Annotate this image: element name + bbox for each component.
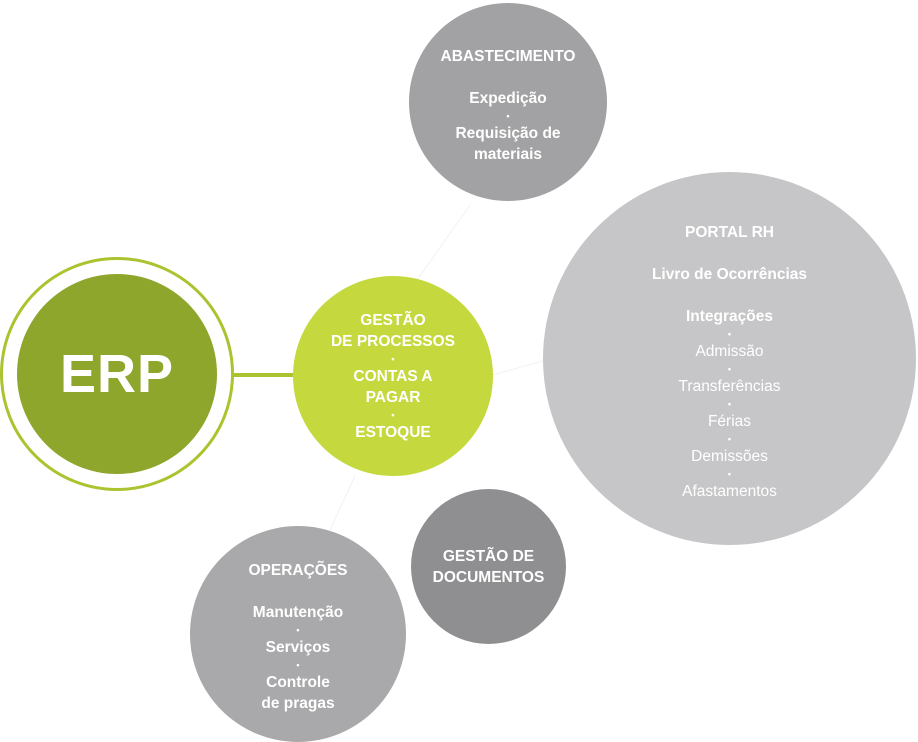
bullet: • xyxy=(296,625,300,635)
portal-rh-item: Férias xyxy=(707,412,752,430)
bullet: • xyxy=(727,328,732,339)
documentos-line-1: GESTÃO DE xyxy=(442,547,535,565)
processos-node: GESTÃO DE PROCESSOS • CONTAS A PAGAR • E… xyxy=(293,276,493,476)
bullet: • xyxy=(296,660,300,670)
portal-rh-node: PORTAL RH Livro de Ocorrências Integraçõ… xyxy=(543,172,916,545)
operacoes-title: OPERAÇÕES xyxy=(248,562,348,579)
bullet: • xyxy=(391,409,395,420)
bullet: • xyxy=(727,433,732,444)
processos-line-1: GESTÃO xyxy=(360,311,426,329)
portal-rh-livro: Livro de Ocorrências xyxy=(651,265,808,283)
operacoes-node: OPERAÇÕES Manutenção • Serviços • Contro… xyxy=(190,526,406,742)
estoque-line: ESTOQUE xyxy=(355,423,431,441)
portal-rh-item: Admissão xyxy=(695,342,764,360)
abastecimento-connector xyxy=(409,204,471,291)
portal-connector xyxy=(492,359,547,376)
abastecimento-node: ABASTECIMENTO Expedição • Requisição de … xyxy=(409,3,607,201)
portal-rh-integracoes: Integrações xyxy=(685,307,773,325)
operacoes-item-controle-1: Controle xyxy=(266,674,330,691)
portal-rh-item: Afastamentos xyxy=(682,482,777,500)
abastecimento-item-requisicao-1: Requisição de xyxy=(455,124,561,142)
operacoes-item-controle-2: de pragas xyxy=(261,695,335,712)
erp-label: ERP xyxy=(59,344,175,404)
portal-rh-item: Demissões xyxy=(691,447,768,465)
documentos-line-2: DOCUMENTOS xyxy=(432,568,545,586)
processos-line-2: DE PROCESSOS xyxy=(330,332,456,350)
bullet: • xyxy=(727,398,732,409)
portal-rh-item: Transferências xyxy=(678,377,781,395)
abastecimento-title: ABASTECIMENTO xyxy=(440,47,576,65)
bullet: • xyxy=(391,353,395,364)
bullet: • xyxy=(727,468,732,479)
portal-rh-title: PORTAL RH xyxy=(685,223,774,241)
bullet: • xyxy=(727,363,732,374)
operacoes-connector xyxy=(329,475,356,531)
operacoes-item-servicos: Serviços xyxy=(265,639,331,656)
abastecimento-item-requisicao-2: materiais xyxy=(473,145,543,163)
bullet: • xyxy=(506,110,510,121)
contas-line-1: CONTAS A xyxy=(353,367,433,385)
gestao-documentos-node: GESTÃO DE DOCUMENTOS xyxy=(411,489,566,644)
abastecimento-item-expedicao: Expedição xyxy=(469,89,547,107)
erp-node: ERP xyxy=(17,274,217,474)
contas-line-2: PAGAR xyxy=(365,388,421,406)
operacoes-item-manutencao: Manutenção xyxy=(252,604,344,621)
